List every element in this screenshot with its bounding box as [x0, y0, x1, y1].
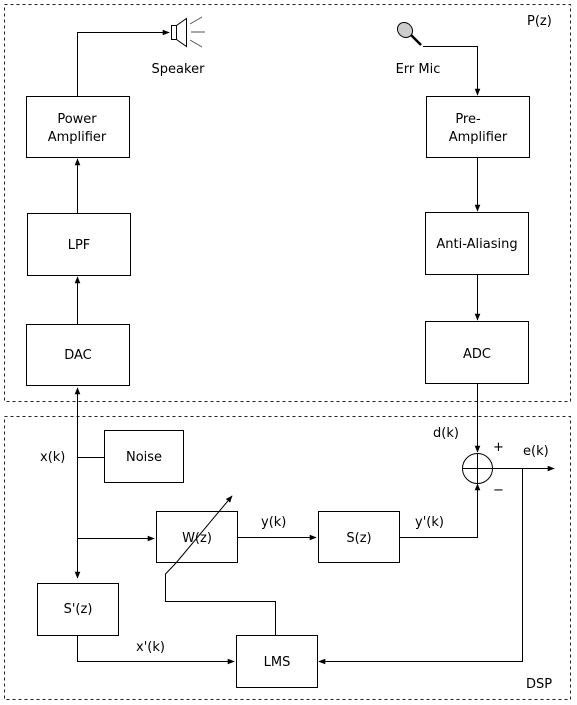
summing-junction [462, 453, 493, 484]
noise-block [104, 430, 184, 483]
wz-filter-block [156, 511, 238, 563]
anti-aliasing-label: Anti-Aliasing [436, 237, 517, 252]
pre-amplifier-label-1: Pre- [455, 112, 481, 127]
wire-error-to-lms [318, 468, 523, 665]
anti-aliasing-block [425, 212, 529, 275]
dac-label: DAC [64, 348, 92, 363]
adc-label: ADC [463, 347, 491, 362]
ek-label: e(k) [523, 444, 549, 459]
acoustic-region-label: P(z) [527, 14, 552, 29]
wire-mic-to-pre-amp [423, 46, 481, 96]
lpf-label: LPF [68, 238, 91, 253]
err-mic-label: Err Mic [396, 62, 441, 77]
dsp-region [4, 416, 571, 700]
lpf-block [27, 213, 131, 276]
adc-block [425, 321, 529, 384]
speaker-label: Speaker [152, 62, 206, 77]
wire-lms-adaptation [165, 562, 276, 635]
speaker-icon [171, 16, 205, 48]
x-prime-k-label: x'(k) [136, 640, 165, 655]
dk-label: d(k) [433, 426, 459, 441]
wire-sz-to-summer [400, 483, 481, 538]
minus-sign: − [493, 483, 504, 498]
sz-block [318, 511, 400, 563]
yk-label: y(k) [261, 515, 286, 530]
s-hat-z-label: S'(z) [64, 602, 93, 617]
power-amplifier-block [26, 96, 130, 158]
noise-label: Noise [126, 450, 162, 465]
acoustic-region [4, 4, 571, 402]
dsp-region-label: DSP [526, 677, 552, 692]
y-prime-k-label: y'(k) [415, 515, 444, 530]
xk-label: x(k) [40, 450, 65, 465]
wire-s-hat-to-lms [77, 636, 235, 665]
dac-block [26, 324, 130, 386]
adaptive-arrow [175, 495, 233, 564]
pre-amplifier-block [426, 96, 530, 158]
power-amplifier-label-1: Power [57, 112, 97, 127]
microphone-icon [396, 21, 422, 46]
wire-power-amp-to-speaker [77, 29, 170, 96]
power-amplifier-label-2: Amplifier [48, 130, 107, 145]
sz-label: S(z) [346, 531, 371, 546]
lms-label: LMS [264, 655, 291, 670]
lms-block [236, 635, 318, 688]
pre-amplifier-label-2: Amplifier [449, 130, 508, 145]
plus-sign: + [493, 440, 504, 455]
s-hat-z-block [37, 583, 119, 636]
